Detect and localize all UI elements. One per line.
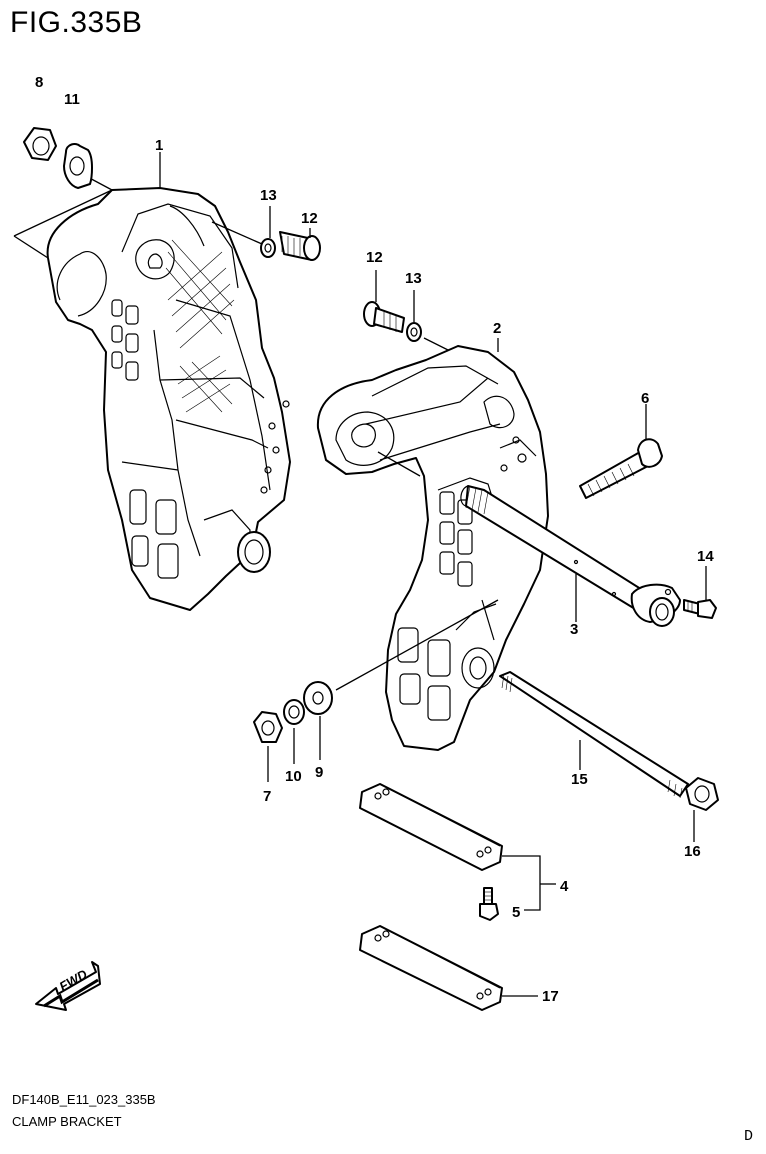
washer-part-10[interactable] (283, 699, 305, 725)
rod-part-15[interactable] (499, 671, 689, 799)
clamp-bracket-left-part[interactable] (46, 187, 291, 611)
callout-16: 16 (684, 843, 701, 860)
plate-part-17[interactable] (359, 925, 503, 1011)
callout-2: 2 (493, 320, 501, 337)
clamp-bracket-right-part[interactable] (316, 345, 549, 751)
washer-part-13-lower[interactable] (406, 322, 422, 342)
figure-code: DF140B_E11_023_335B (12, 1092, 156, 1107)
corner-mark: D (744, 1128, 754, 1145)
callout-10: 10 (285, 768, 302, 785)
callout-8: 8 (35, 74, 43, 91)
figure-name: CLAMP BRACKET (12, 1114, 122, 1129)
bolt-part-12-lower[interactable] (363, 301, 405, 333)
callout-15: 15 (571, 771, 588, 788)
callout-6: 6 (641, 390, 649, 407)
tilt-tube-part-3[interactable] (460, 485, 681, 627)
callout-17: 17 (542, 988, 559, 1005)
callout-14: 14 (697, 548, 714, 565)
bracket-bolt-holes (260, 400, 290, 494)
nut-part-8[interactable] (23, 127, 57, 161)
slots-lower (129, 489, 179, 579)
callout-13-upper: 13 (260, 187, 277, 204)
callout-3: 3 (570, 621, 578, 638)
slots-right-upper (439, 491, 473, 587)
fwd-arrow-icon: FWD (35, 961, 101, 1011)
nut-part-16[interactable] (685, 777, 719, 811)
nut-part-7[interactable] (253, 711, 283, 743)
slots-upper (111, 299, 139, 381)
callout-13-lower: 13 (405, 270, 422, 287)
callout-4: 4 (560, 878, 569, 895)
grid-mesh-lower (177, 355, 233, 413)
callout-1: 1 (155, 137, 163, 154)
callout-12-lower: 12 (366, 249, 383, 266)
callout-7: 7 (263, 788, 271, 805)
figure-title: FIG.335B (10, 6, 143, 39)
washer-part-13-upper[interactable] (260, 238, 276, 258)
bolt-part-14[interactable] (683, 599, 717, 619)
callout-9: 9 (315, 764, 323, 781)
bolt-part-6[interactable] (579, 438, 663, 499)
callout-11: 11 (64, 91, 80, 108)
callout-12-upper: 12 (301, 210, 318, 227)
bolt-part-12-upper[interactable] (279, 231, 321, 261)
plate-part-11[interactable] (63, 143, 93, 189)
screw-part-5[interactable] (479, 887, 499, 921)
plate-part-4[interactable] (359, 783, 503, 871)
grid-mesh-upper (165, 239, 235, 349)
callout-5: 5 (512, 904, 520, 921)
washer-part-9[interactable] (303, 681, 333, 715)
